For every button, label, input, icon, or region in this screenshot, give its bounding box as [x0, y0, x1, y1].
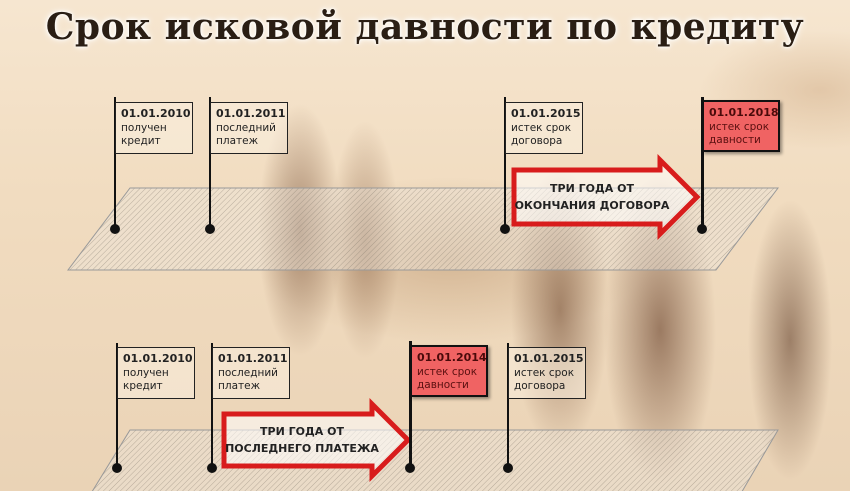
flag-text: кредит — [123, 380, 163, 392]
flag-text: давности — [709, 134, 761, 146]
flag-text: получен — [123, 367, 169, 379]
flag-limitation-expired: 01.01.2014 истек срок давности — [410, 345, 488, 397]
flag-text: получен — [121, 122, 167, 134]
flag-text: договора — [514, 380, 566, 392]
timeline-point — [112, 463, 122, 473]
timeline-point — [405, 463, 415, 473]
timeline-point — [500, 224, 510, 234]
flag-text: платеж — [218, 380, 261, 392]
flag-text: кредит — [121, 135, 161, 147]
arrow-text: ТРИ ГОДА ОТ — [550, 182, 634, 195]
flag-contract-expired: 01.01.2015 истек срок договора — [505, 102, 583, 154]
flag-text: последний — [216, 122, 277, 134]
timeline-band-bottom — [91, 429, 779, 491]
flag-text: истек срок — [511, 122, 572, 134]
arrow-text: ТРИ ГОДА ОТ — [260, 425, 344, 438]
flag-date: 01.01.2010 — [121, 107, 191, 120]
flag-date: 01.01.2011 — [216, 107, 286, 120]
flag-date: 01.01.2014 — [417, 351, 487, 364]
arrow-text: ОКОНЧАНИЯ ДОГОВОРА — [514, 199, 670, 212]
flag-date: 01.01.2018 — [709, 106, 779, 119]
flag-pole — [701, 97, 704, 231]
arrow-text: ПОСЛЕДНЕГО ПЛАТЕЖА — [225, 442, 379, 455]
flag-last-payment: 01.01.2011 последний платеж — [212, 347, 290, 399]
flag-last-payment: 01.01.2011 последний платеж — [210, 102, 288, 154]
flag-pole — [116, 343, 118, 471]
flag-date: 01.01.2010 — [123, 352, 193, 365]
flag-text: истек срок — [709, 121, 770, 133]
timeline-point — [110, 224, 120, 234]
flag-text: платеж — [216, 135, 259, 147]
flag-pole — [114, 97, 116, 231]
flag-date: 01.01.2015 — [514, 352, 584, 365]
flag-text: давности — [417, 379, 469, 391]
flag-pole — [209, 97, 211, 231]
flag-date: 01.01.2011 — [218, 352, 288, 365]
page-title: Срок исковой давности по кредиту — [45, 6, 805, 48]
flag-pole — [211, 343, 213, 471]
flag-text: договора — [511, 135, 563, 147]
flag-text: последний — [218, 367, 279, 379]
arrow-top — [511, 153, 701, 241]
flag-credit-received: 01.01.2010 получен кредит — [115, 102, 193, 154]
flag-contract-expired: 01.01.2015 истек срок договора — [508, 347, 586, 399]
flag-date: 01.01.2015 — [511, 107, 581, 120]
arrow-bottom — [221, 397, 412, 483]
timeline-point — [207, 463, 217, 473]
timeline-point — [205, 224, 215, 234]
flag-pole — [507, 343, 509, 471]
flag-pole — [409, 341, 412, 471]
flag-text: истек срок — [514, 367, 575, 379]
timeline-point — [697, 224, 707, 234]
flag-pole — [504, 97, 506, 231]
flag-credit-received: 01.01.2010 получен кредит — [117, 347, 195, 399]
flag-limitation-expired: 01.01.2018 истек срок давности — [702, 100, 780, 152]
flag-text: истек срок — [417, 366, 478, 378]
timeline-point — [503, 463, 513, 473]
